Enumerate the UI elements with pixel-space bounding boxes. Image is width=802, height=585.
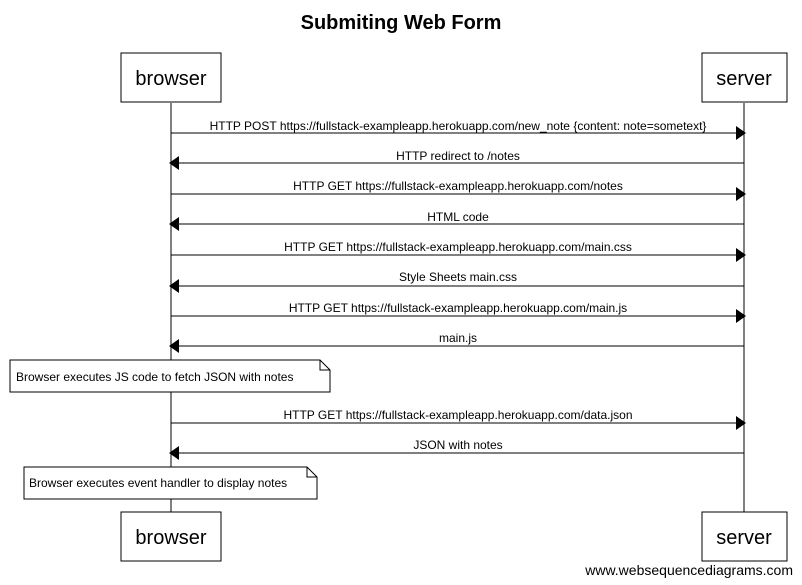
arrowhead-right [736,126,746,140]
message-label: Style Sheets main.css [399,270,517,284]
message-label: HTTP GET https://fullstack-exampleapp.he… [289,301,627,315]
message-5: HTTP GET https://fullstack-exampleapp.he… [171,240,746,262]
arrowhead-right [736,309,746,323]
note-1: Browser executes JS code to fetch JSON w… [9,359,331,393]
arrowhead-left [169,446,179,460]
message-6: Style Sheets main.css [169,270,744,293]
actor-browser-bottom: browser [120,511,222,562]
message-label: JSON with notes [413,438,502,452]
arrowhead-right [736,187,746,201]
arrowhead-left [169,217,179,231]
message-1: HTTP POST https://fullstack-exampleapp.h… [171,119,746,140]
message-2: HTTP redirect to /notes [169,149,744,170]
actor-browser-top: browser [120,52,222,103]
message-9: HTTP GET https://fullstack-exampleapp.he… [171,408,746,430]
message-label: HTTP GET https://fullstack-exampleapp.he… [283,408,632,422]
arrowhead-left [169,339,179,353]
message-10: JSON with notes [169,438,744,460]
diagram-title: Submiting Web Form [301,12,502,34]
actor-server-label: server [716,527,772,549]
message-label: HTTP redirect to /notes [396,149,520,163]
arrowhead-left [169,156,179,170]
message-3: HTTP GET https://fullstack-exampleapp.he… [171,179,746,201]
actor-server-bottom: server [701,511,788,562]
message-label: main.js [439,331,477,345]
actor-server-label: server [716,68,772,90]
arrowhead-right [736,416,746,430]
note-text: Browser executes JS code to fetch JSON w… [16,370,293,384]
actor-browser-label: browser [135,527,206,549]
message-7: HTTP GET https://fullstack-exampleapp.he… [171,301,746,323]
message-label: HTTP POST https://fullstack-exampleapp.h… [210,119,707,133]
note-text: Browser executes event handler to displa… [29,476,287,490]
actor-server-top: server [701,52,788,103]
message-label: HTTP GET https://fullstack-exampleapp.he… [284,240,632,254]
actor-browser-label: browser [135,68,206,90]
message-8: main.js [169,331,744,353]
message-label: HTML code [427,210,489,224]
note-2: Browser executes event handler to displa… [23,466,318,500]
watermark-link[interactable]: www.websequencediagrams.com [584,562,793,578]
arrowhead-right [736,248,746,262]
message-label: HTTP GET https://fullstack-exampleapp.he… [293,179,623,193]
message-4: HTML code [169,210,744,231]
arrowhead-left [169,279,179,293]
